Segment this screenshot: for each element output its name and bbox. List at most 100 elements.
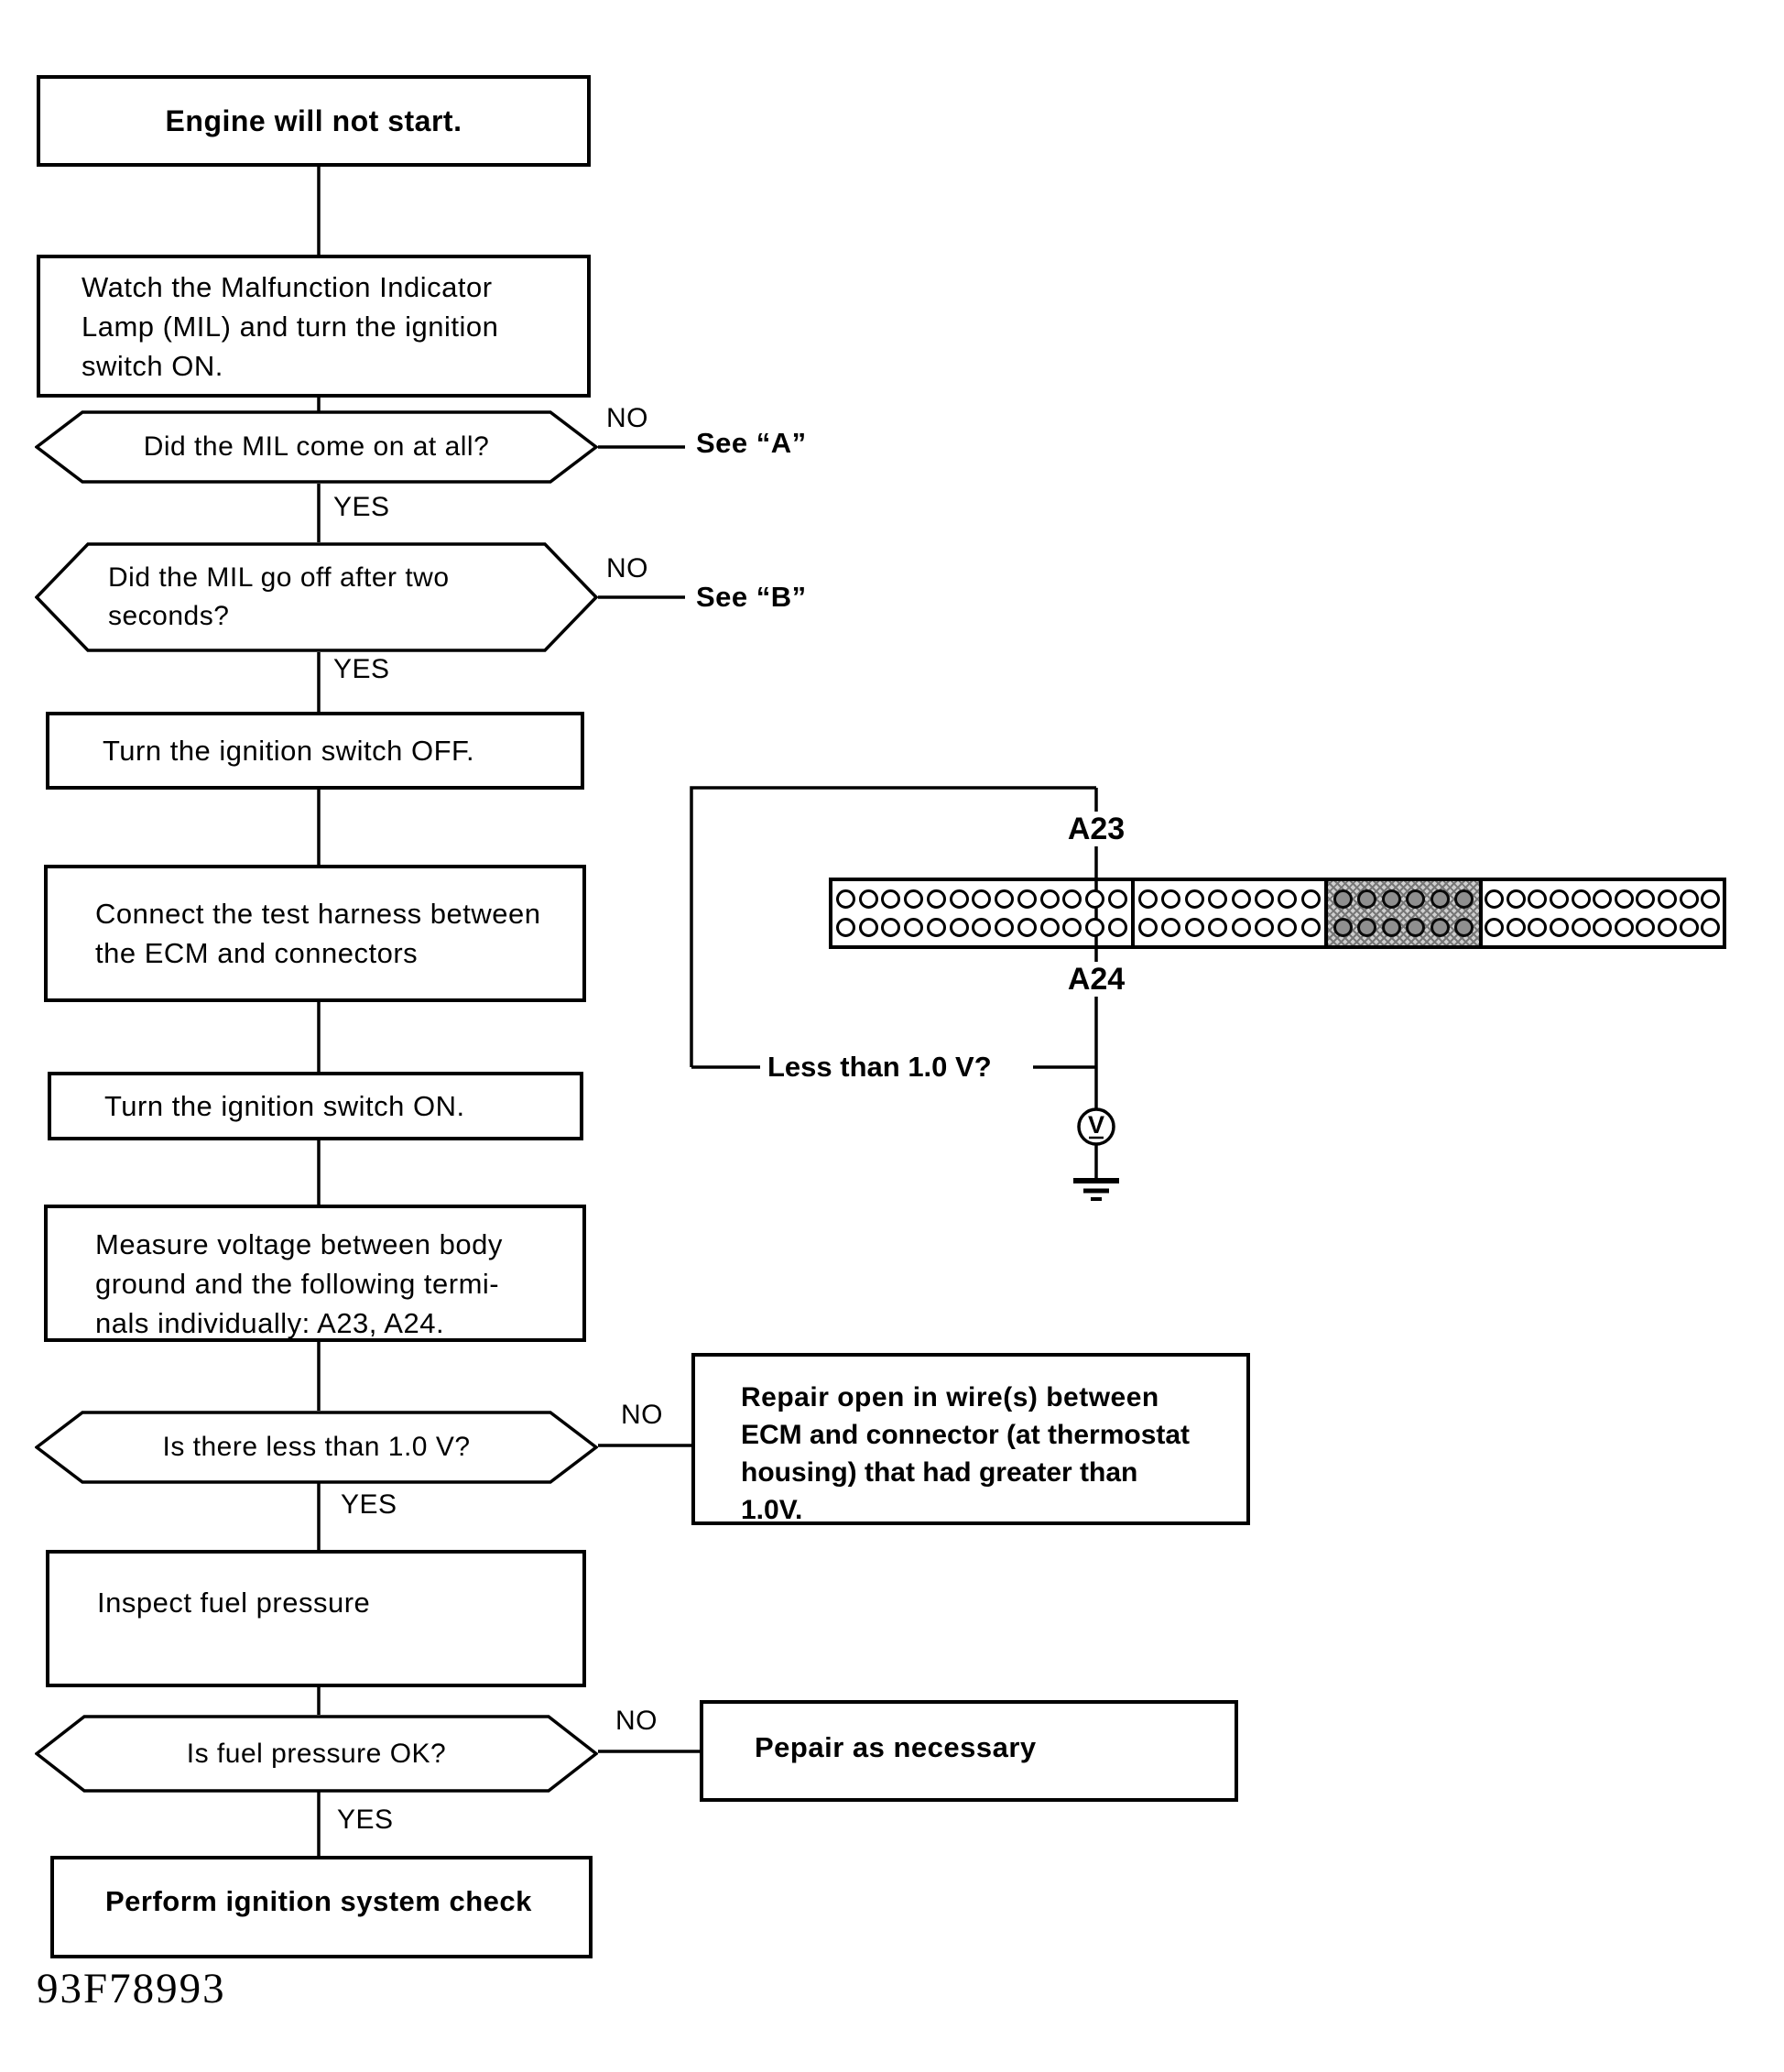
decision-fuel-pressure-ok: Is fuel pressure OK? [35,1715,598,1793]
hexagon-shape [35,1411,598,1484]
connector-pin-row [1328,889,1478,910]
connector-pin [1017,889,1037,910]
node-ignition-off: Turn the ignition switch OFF. [46,712,584,790]
node-inspect-fuel-pressure: Inspect fuel pressure [46,1550,586,1687]
node-measure-voltage: Measure voltage between body ground and … [44,1205,586,1342]
connector-pin [904,917,923,937]
yes-label: YES [333,654,390,684]
connector-pin [1381,917,1401,937]
connector-pin-row [1135,889,1325,910]
connector-pin [1593,917,1613,937]
connector-pin [1454,889,1474,910]
connector-pin [1528,917,1548,937]
connector-pin [1614,889,1634,910]
connector-pin [881,889,901,910]
connector-pin [1679,917,1699,937]
node-text: Watch the Malfunction Indicator Lamp (MI… [82,270,499,382]
hexagon-shape [35,410,598,484]
connector-pin [972,889,992,910]
connector-pin [1701,889,1721,910]
node-engine-will-not-start: Engine will not start. [37,75,591,167]
connector-pin [1085,889,1104,910]
terminal-a23-label: A23 [1032,812,1160,846]
connector-pin [1039,889,1060,910]
connector-pin [1636,917,1656,937]
connector-pin [835,889,855,910]
node-text: Turn the ignition switch ON. [104,1090,465,1122]
hexagon-shape [35,1715,598,1793]
decision-text: Did the MIL go off after two seconds? [108,562,450,631]
ground-icon [1073,1178,1119,1201]
connector-pin [1593,889,1613,910]
node-text-rest: ECM and connector (at thermostat housing… [741,1420,1191,1525]
connector-pin [1658,889,1678,910]
connector-pin [858,889,878,910]
connector-pin [1357,917,1377,937]
connector-pin [1454,917,1474,937]
connector-pin [1208,917,1228,937]
decision-text: Is there less than 1.0 V? [162,1432,471,1462]
connector-section-1 [832,881,1135,945]
connector-section-3 [1328,881,1483,945]
connector-pin [1184,889,1204,910]
no-label: NO [615,1706,658,1736]
connector-pin-row [1135,917,1325,937]
connector-pin [1161,917,1181,937]
connector-pin [972,917,992,937]
yes-label: YES [333,492,390,522]
node-text: Engine will not start. [165,104,462,137]
node-connect-harness: Connect the test harness between the ECM… [44,865,586,1002]
node-text: Pepair as necessary [755,1731,1037,1763]
connector-pin [1406,889,1426,910]
connector-pin [1184,917,1204,937]
yes-label: YES [341,1489,397,1520]
connector-pin [1333,917,1353,937]
connector-pin [1406,917,1426,937]
connector-pin [1062,917,1082,937]
connector-pin [1636,889,1656,910]
connector-pin [1231,889,1251,910]
connector-pin [1300,889,1321,910]
connector-pin [1571,917,1591,937]
connector-pin [1430,889,1450,910]
connector-pin [1107,917,1127,937]
connector-pin [1658,917,1678,937]
no-branch-lines [598,445,700,1753]
node-ignition-on: Turn the ignition switch ON. [48,1072,583,1140]
figure-id: 93F78993 [37,1965,226,2012]
connector-pin [904,889,923,910]
connector-pin [926,889,946,910]
see-a-label: See “A” [696,427,807,459]
node-repair-as-necessary: Pepair as necessary [700,1700,1238,1802]
yes-label: YES [337,1805,394,1835]
connector-pin [1137,917,1158,937]
connector-pin [926,917,946,937]
connector-pin [1549,917,1569,937]
connector-pin-row [832,889,1131,910]
decision-less-than-1v: Is there less than 1.0 V? [35,1411,598,1484]
connector-pin [1528,889,1548,910]
connector-pin [1485,917,1505,937]
no-label: NO [621,1400,663,1430]
connector-pin [1357,889,1377,910]
see-b-label: See “B” [696,581,807,613]
connector-pin [1506,889,1526,910]
connector-pin [1571,889,1591,910]
connector-section-4 [1483,881,1723,945]
connector-pin [1161,889,1181,910]
decision-mil-go-off: Did the MIL go off after two seconds? [35,542,598,652]
connector-pin [1039,917,1060,937]
connector-pin [1549,889,1569,910]
node-perform-ignition-check: Perform ignition system check [50,1856,593,1958]
connector-pin [1701,917,1721,937]
connector-pin [1300,917,1321,937]
terminal-a24-label: A24 [1032,962,1160,997]
connector-pin [1278,889,1298,910]
node-watch-mil: Watch the Malfunction Indicator Lamp (MI… [37,255,591,398]
ecm-connector-strip [829,878,1726,949]
connector-pin-row [1328,917,1478,937]
node-text: Inspect fuel pressure [97,1587,371,1619]
connector-pin [835,917,855,937]
connector-pin [949,889,969,910]
